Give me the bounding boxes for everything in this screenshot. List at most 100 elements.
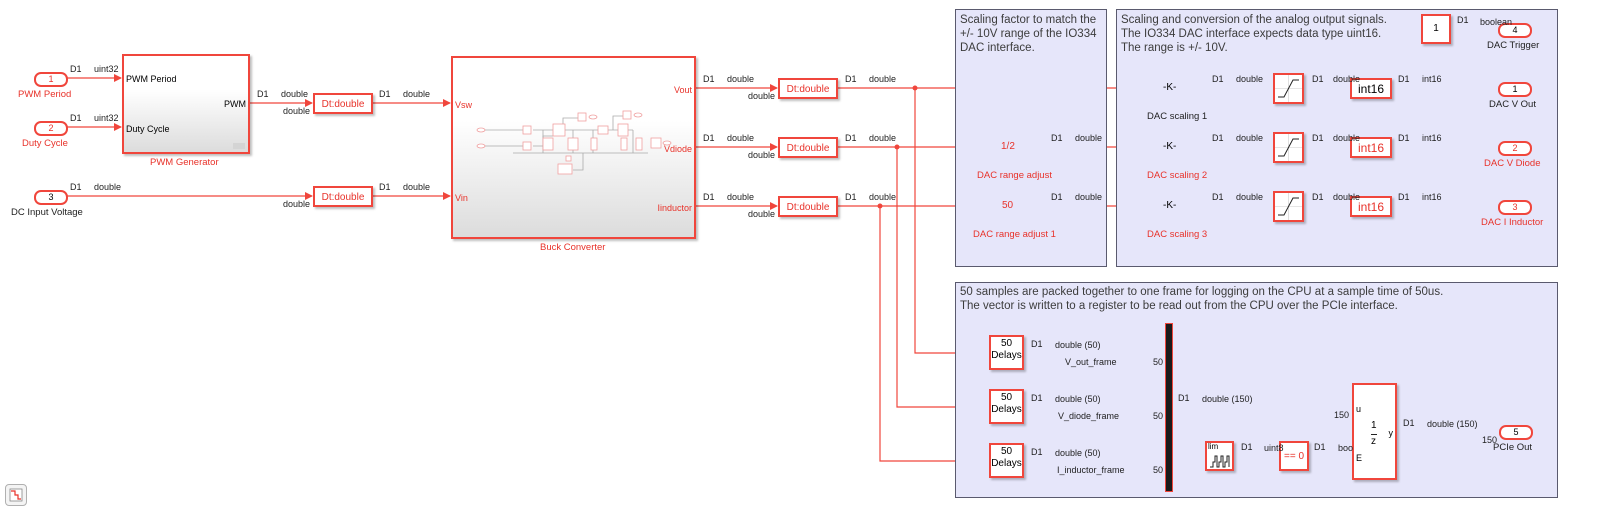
signal-label: double: [727, 192, 755, 202]
signal-label: boo: [1338, 443, 1354, 453]
annotation-samples-packed: 50 samples are packed together to one fr…: [955, 282, 1558, 498]
signal-label: D1: [70, 182, 82, 192]
signal-label: D1: [1212, 74, 1224, 84]
signal-label: D1: [1031, 339, 1043, 349]
signal-label: double: [727, 133, 755, 143]
dt-double-block-vout[interactable]: Dt:double: [778, 78, 838, 99]
buck-converter-block[interactable]: Vsw Vin Vout Vdiode Iinductor: [451, 56, 696, 239]
gain-range-adjust1-label: DAC range adjust 1: [973, 229, 1056, 240]
int16-convert-block-1[interactable]: int16: [1350, 78, 1392, 99]
signal-label: D1: [70, 64, 82, 74]
signal-label: double: [403, 89, 431, 99]
annotation-scaling-conversion-text: Scaling and conversion of the analog out…: [1121, 14, 1387, 54]
signal-label: double (50): [1055, 340, 1101, 350]
pwm-period-port-label: PWM Period: [126, 74, 177, 84]
outport-dac-i-inductor[interactable]: 3: [1498, 200, 1532, 215]
vin-port-label: Vin: [455, 193, 468, 203]
outport-dac-v-diode[interactable]: 2: [1498, 141, 1532, 156]
outport-dac-v-diode-label: DAC V Diode: [1484, 158, 1541, 169]
signal-label: D1: [845, 192, 857, 202]
signal-label: int16: [1422, 133, 1442, 143]
inport-dc-input-voltage[interactable]: 3: [34, 190, 68, 205]
signal-label: D1: [1212, 192, 1224, 202]
annotation-scaling-conversion: Scaling and conversion of the analog out…: [1116, 9, 1558, 267]
delay-block-vout[interactable]: 50 Delays: [989, 335, 1024, 370]
dt-double-block-vin[interactable]: Dt:double: [313, 186, 373, 207]
int16-convert-block-3[interactable]: int16: [1350, 196, 1392, 217]
dac-scaling-3-value: -K-: [1163, 200, 1177, 211]
pwm-generator-block[interactable]: PWM Period Duty Cycle PWM: [122, 54, 250, 154]
signal-label: double: [748, 91, 776, 101]
signal-label: D1: [1314, 442, 1326, 452]
signal-label: double: [1333, 192, 1361, 202]
signal-label: 150: [1482, 435, 1498, 445]
dt-double-block-pwm[interactable]: Dt:double: [313, 93, 373, 114]
dac-scaling-1-label: DAC scaling 1: [1147, 111, 1208, 122]
signal-label: double: [748, 150, 776, 160]
annotation-scaling-factor-text: Scaling factor to match the +/- 10V rang…: [960, 14, 1097, 54]
signal-label: double: [727, 74, 755, 84]
step-signal-icon: [9, 488, 23, 502]
signal-label: D1: [1051, 192, 1063, 202]
saturation-block-1[interactable]: [1273, 73, 1304, 104]
outport-pcie-out[interactable]: 5: [1499, 425, 1533, 440]
signal-label: double (50): [1055, 448, 1101, 458]
signal-label: double: [1075, 192, 1103, 202]
signal-label: D1: [1312, 133, 1324, 143]
dt-double-block-iinductor[interactable]: Dt:double: [778, 196, 838, 217]
signal-label: double (150): [1427, 419, 1478, 429]
signal-label: I_inductor_frame: [1057, 465, 1125, 475]
signal-label: D1: [703, 133, 715, 143]
limited-counter-block[interactable]: lim: [1205, 441, 1234, 471]
signal-label: double: [283, 106, 311, 116]
signal-label: double: [1236, 133, 1264, 143]
signal-label: double: [869, 133, 897, 143]
saturation-block-3[interactable]: [1273, 191, 1304, 222]
unit-delay-enabled-block[interactable]: u E y 1 z: [1352, 383, 1397, 480]
signal-label: D1: [703, 74, 715, 84]
inport-pwm-period[interactable]: 1: [34, 72, 68, 87]
signal-label: uint32: [94, 113, 119, 123]
annotation-scaling-factor: Scaling factor to match the +/- 10V rang…: [955, 9, 1107, 267]
inport-duty-cycle-label: Duty Cycle: [22, 138, 68, 149]
signal-label: D1: [70, 113, 82, 123]
signal-label: V_diode_frame: [1058, 411, 1120, 421]
signal-label: boolean: [1480, 17, 1513, 27]
inport-pwm-period-label: PWM Period: [18, 89, 72, 100]
subsystem-badge-icon: [233, 143, 245, 149]
saturation-icon: [1275, 75, 1302, 102]
signal-label: uint32: [94, 64, 119, 74]
inport-duty-cycle[interactable]: 2: [34, 121, 68, 136]
dt-double-block-vdiode[interactable]: Dt:double: [778, 137, 838, 158]
signal-label: 50: [1153, 411, 1164, 421]
dac-scaling-3-label: DAC scaling 3: [1147, 229, 1208, 240]
delay-block-iinductor[interactable]: 50 Delays: [989, 443, 1024, 478]
signal-label: D1: [703, 192, 715, 202]
signal-label: double (150): [1202, 394, 1253, 404]
signal-label: D1: [1051, 133, 1063, 143]
int16-convert-block-2[interactable]: int16: [1350, 137, 1392, 158]
wire-iinductor-delay[interactable]: [879, 206, 989, 465]
signal-label: D1: [257, 89, 269, 99]
annotation-samples-packed-text: 50 samples are packed together to one fr…: [960, 286, 1444, 312]
signal-label: double: [1075, 133, 1103, 143]
signal-label: double: [403, 182, 431, 192]
counter-staircase-icon: [1210, 455, 1230, 468]
dac-scaling-1-value: -K-: [1163, 82, 1177, 93]
outport-dac-trigger-label: DAC Trigger: [1487, 40, 1540, 51]
sample-time-legend-button[interactable]: [5, 484, 27, 506]
saturation-icon: [1275, 193, 1302, 220]
delay-block-vdiode[interactable]: 50 Delays: [989, 389, 1024, 424]
signal-label: D1: [1312, 74, 1324, 84]
constant-block[interactable]: 1: [1421, 14, 1451, 44]
signal-label: double: [748, 209, 776, 219]
signal-label: double: [1333, 74, 1361, 84]
compare-to-zero-block[interactable]: == 0: [1279, 441, 1309, 471]
mux-bar[interactable]: [1165, 323, 1173, 492]
outport-dac-v-out[interactable]: 1: [1498, 82, 1532, 97]
saturation-block-2[interactable]: [1273, 132, 1304, 163]
signal-label: uint8: [1264, 443, 1284, 453]
signal-label: int16: [1422, 74, 1442, 84]
outport-dac-trigger[interactable]: 4: [1498, 23, 1532, 38]
buck-converter-label: Buck Converter: [540, 242, 606, 253]
